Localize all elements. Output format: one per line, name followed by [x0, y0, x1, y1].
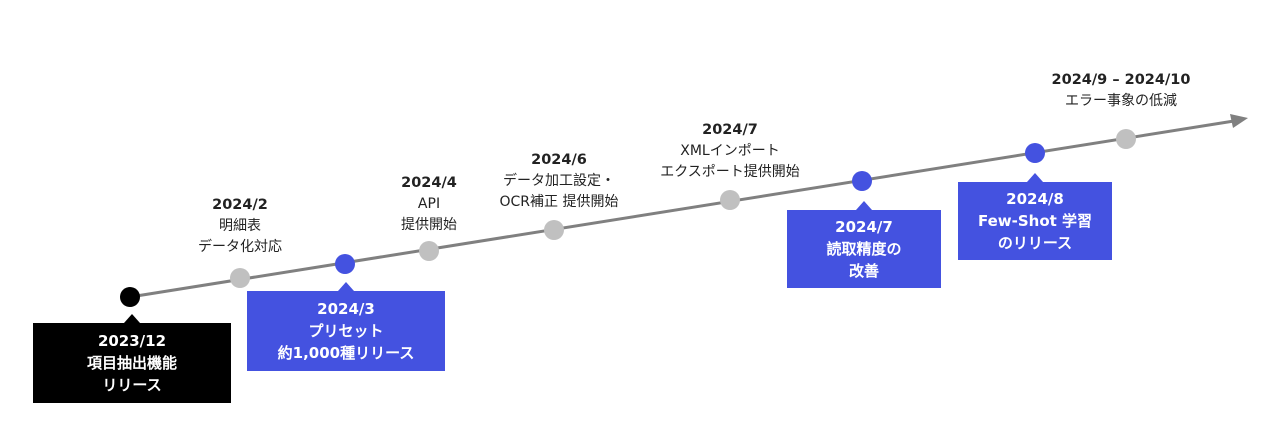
milestone-label-2024-9-10: 2024/9 – 2024/10 エラー事象の低減 — [1026, 70, 1216, 112]
milestone-dot-m8 — [1025, 143, 1045, 163]
milestone-box-line: 2024/8 — [1006, 190, 1064, 208]
timeline-line — [129, 119, 1235, 299]
milestone-box-2024-3: 2024/3 プリセット 約1,000種リリース — [247, 282, 445, 371]
milestone-dot-m4 — [419, 241, 439, 261]
milestone-box-line: 読取精度の — [826, 240, 902, 258]
timeline-arrowhead — [1230, 114, 1248, 128]
milestone-text-line: エラー事象の低減 — [1065, 93, 1177, 109]
milestone-date: 2024/7 — [702, 122, 758, 138]
milestone-box-line: 2024/3 — [317, 300, 375, 318]
milestone-date: 2024/2 — [212, 197, 268, 213]
milestone-text-line: エクスポート提供開始 — [660, 164, 800, 180]
milestone-text-line: OCR補正 提供開始 — [499, 194, 619, 210]
milestone-label-2024-7-xml: 2024/7 XMLインポート エクスポート提供開始 — [640, 120, 820, 183]
milestone-dot-m2 — [230, 268, 250, 288]
milestone-box-line: プリセット — [308, 322, 384, 340]
milestone-label-2024-4: 2024/4 API 提供開始 — [369, 173, 489, 236]
milestone-box-line: リリース — [102, 376, 162, 394]
milestone-dot-m5 — [544, 220, 564, 240]
milestone-box-line: 改善 — [848, 262, 879, 280]
milestone-dot-m9 — [1116, 129, 1136, 149]
milestone-box-2023-12: 2023/12 項目抽出機能 リリース — [33, 314, 231, 403]
milestone-text-line: データ化対応 — [198, 239, 282, 255]
milestone-date: 2024/4 — [401, 175, 457, 191]
milestone-box-line: 約1,000種リリース — [277, 344, 415, 362]
milestone-text-line: データ加工設定・ — [503, 173, 615, 189]
milestone-box-2024-8: 2024/8 Few-Shot 学習 のリリース — [958, 173, 1112, 260]
milestone-label-2024-6: 2024/6 データ加工設定・ OCR補正 提供開始 — [474, 150, 644, 213]
milestone-box-line: のリリース — [997, 234, 1073, 252]
milestone-dot-m6 — [720, 190, 740, 210]
milestone-text-line: 提供開始 — [401, 217, 457, 233]
milestone-date: 2024/9 – 2024/10 — [1051, 72, 1191, 88]
milestone-box-line: 2023/12 — [97, 332, 167, 350]
milestone-dot-m7 — [852, 171, 872, 191]
milestone-date: 2024/6 — [531, 152, 587, 168]
milestone-text-line: XMLインポート — [680, 143, 780, 159]
milestone-dot-m1 — [120, 287, 140, 307]
milestone-box-line: Few-Shot 学習 — [977, 212, 1093, 230]
milestone-dot-m3 — [335, 254, 355, 274]
milestone-box-line: 2024/7 — [835, 218, 893, 236]
milestone-text-line: API — [417, 196, 441, 212]
milestone-label-2024-2: 2024/2 明細表 データ化対応 — [170, 195, 310, 258]
milestone-box-line: 項目抽出機能 — [86, 354, 177, 372]
milestone-text-line: 明細表 — [219, 218, 261, 234]
milestone-box-2024-7: 2024/7 読取精度の 改善 — [787, 201, 941, 288]
